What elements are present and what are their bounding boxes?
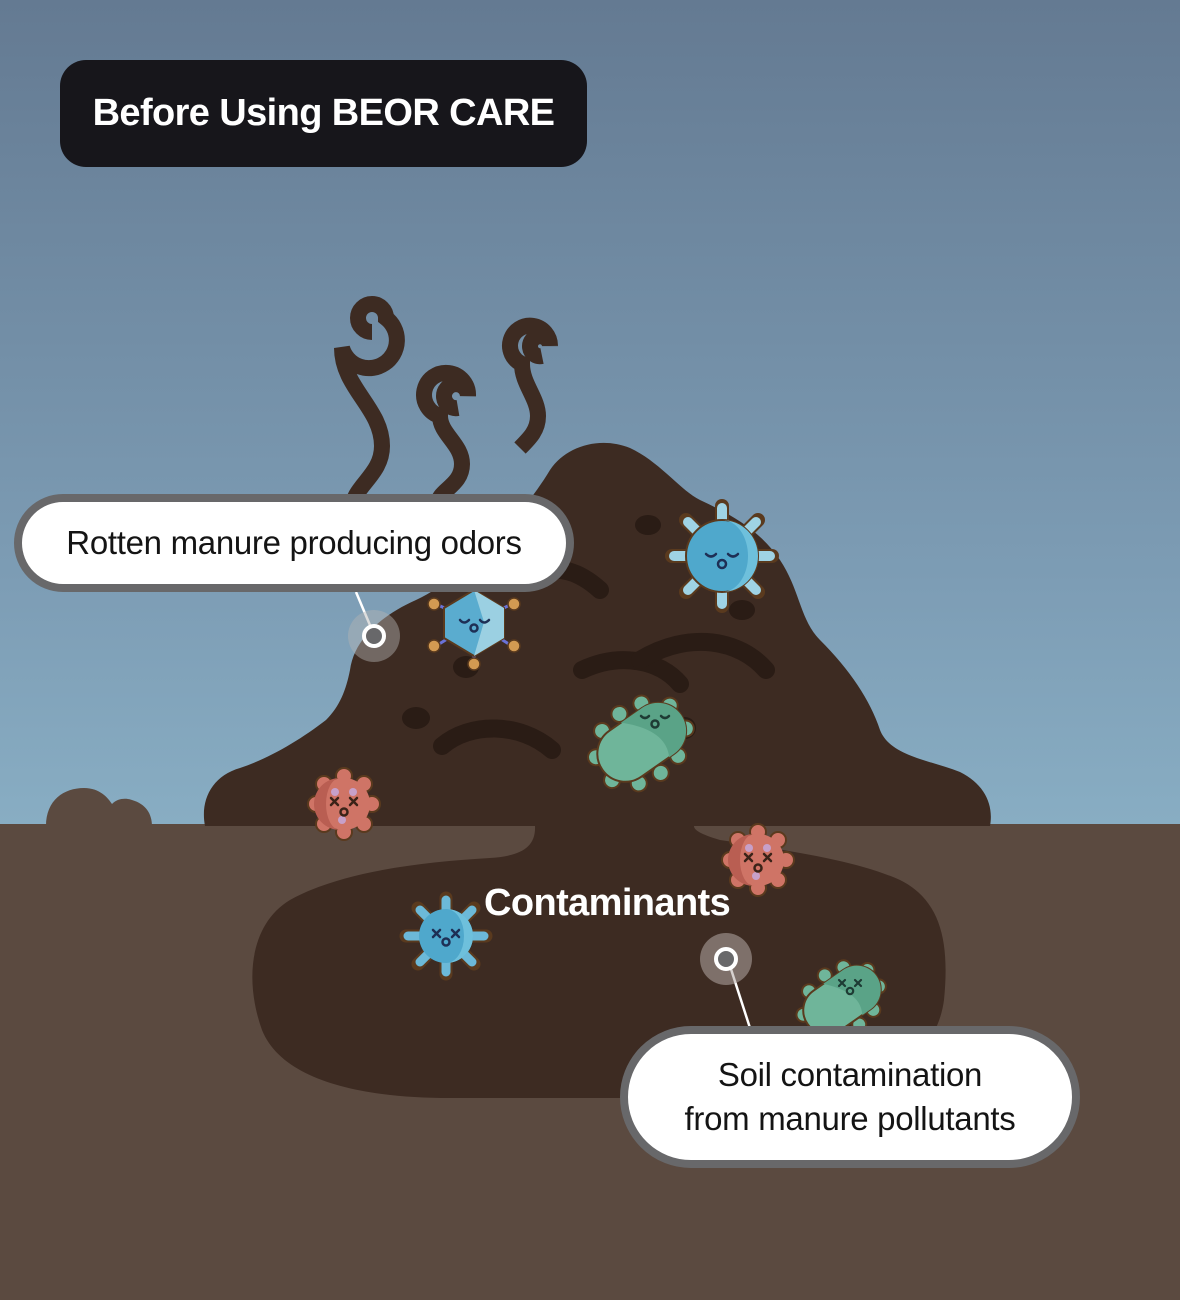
soil-callout-marker-icon: [700, 933, 752, 985]
manure-pile: [203, 442, 991, 826]
page-title: Before Using BEOR CARE: [60, 60, 587, 167]
blue-virus-sleepy-icon: [665, 499, 779, 613]
soil-callout-line1: Soil contamination: [717, 1056, 983, 1093]
green-bacteria-face: [639, 714, 671, 729]
odor-wisps-icon: [334, 296, 559, 556]
red-virus-dead-icon: [721, 823, 795, 897]
soil-callout-line2: from manure pollutants: [684, 1100, 1016, 1137]
odor-callout-connector: [354, 591, 374, 631]
odor-callout-marker-icon: [348, 610, 400, 662]
odor-callout-text: Rotten manure producing odors: [66, 524, 522, 561]
odor-callout: Rotten manure producing odors: [14, 494, 574, 592]
blue-virus-dead-icon: [399, 891, 493, 981]
soil-contamination-callout: Soil contamination from manure pollutant…: [620, 1026, 1080, 1168]
green-bacteria-dead-face: [837, 978, 863, 996]
hexagon-virus-sleepy-icon: [427, 588, 521, 671]
ground-mound: [46, 788, 152, 826]
green-bacteria-dead-icon: [795, 959, 887, 1042]
contaminants-label: Contaminants: [484, 882, 731, 924]
red-virus-dead-icon: [307, 767, 381, 841]
